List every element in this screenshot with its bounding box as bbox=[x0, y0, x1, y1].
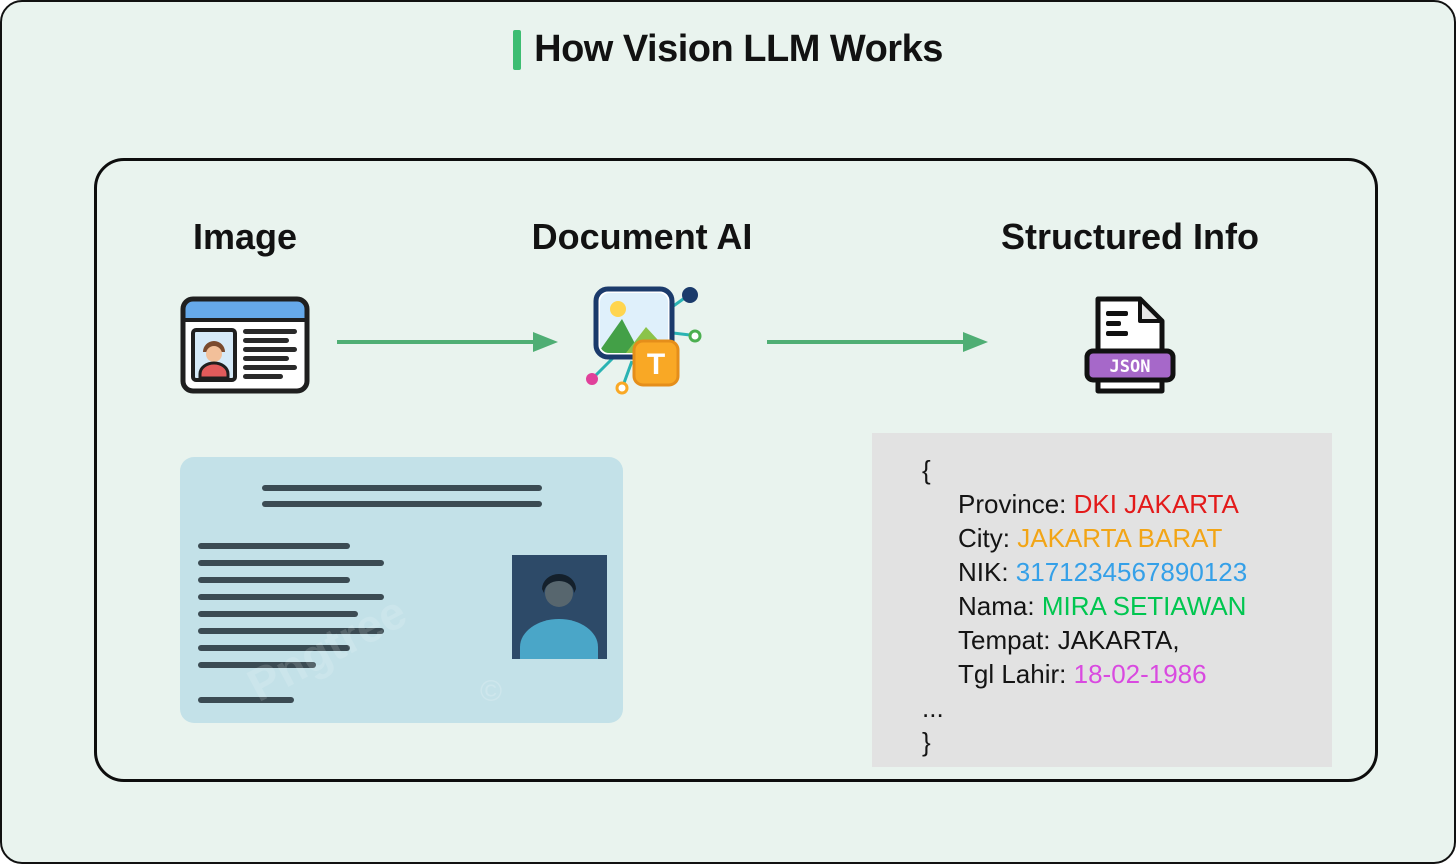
json-ellipsis: ... bbox=[922, 693, 944, 723]
json-key: NIK: bbox=[958, 557, 1016, 587]
card-photo bbox=[512, 555, 607, 659]
json-banner-label: JSON bbox=[1110, 357, 1151, 377]
card-line bbox=[198, 543, 350, 549]
json-key: City: bbox=[958, 523, 1018, 553]
json-line-province: Province: DKI JAKARTA bbox=[922, 487, 1312, 521]
json-file-icon: JSON bbox=[1084, 295, 1176, 402]
json-line-nama: Nama: MIRA SETIAWAN bbox=[922, 589, 1312, 623]
watermark-symbol: © bbox=[480, 675, 503, 708]
json-output-block: { Province: DKI JAKARTA City: JAKARTA BA… bbox=[872, 433, 1332, 767]
json-close-brace: } bbox=[922, 727, 931, 757]
card-line bbox=[198, 577, 350, 583]
json-open-brace: { bbox=[922, 455, 931, 485]
json-value: JAKARTA, bbox=[1057, 625, 1180, 655]
id-card-icon bbox=[179, 294, 311, 401]
json-key: Tempat: bbox=[958, 625, 1058, 655]
arrow-image-to-docai-icon bbox=[335, 327, 560, 362]
page-title: How Vision LLM Works bbox=[534, 28, 943, 70]
card-line bbox=[262, 485, 542, 491]
card-line bbox=[198, 611, 358, 617]
card-line bbox=[198, 697, 294, 703]
column-header-structured-info: Structured Info bbox=[1001, 216, 1259, 257]
t-badge bbox=[632, 339, 680, 387]
json-line-tempat: Tempat: JAKARTA, bbox=[922, 623, 1312, 657]
json-banner bbox=[1084, 348, 1176, 383]
diagram-panel bbox=[94, 158, 1378, 782]
column-header-document-ai: Document AI bbox=[531, 216, 753, 257]
json-value: 18-02-1986 bbox=[1073, 659, 1207, 689]
json-key: Tgl Lahir: bbox=[958, 659, 1074, 689]
json-value: MIRA SETIAWAN bbox=[1041, 591, 1247, 621]
card-line bbox=[198, 628, 384, 634]
json-value: DKI JAKARTA bbox=[1073, 489, 1239, 519]
image-text-ai-icon: T bbox=[576, 283, 708, 410]
card-line bbox=[198, 594, 384, 600]
json-line-city: City: JAKARTA BARAT bbox=[922, 521, 1312, 555]
title-accent-bar bbox=[513, 29, 522, 70]
card-line bbox=[198, 662, 316, 668]
card-line bbox=[198, 560, 384, 566]
json-key: Province: bbox=[958, 489, 1074, 519]
id-card-illustration: Pngtree © bbox=[180, 457, 623, 723]
json-key: Nama: bbox=[958, 591, 1042, 621]
column-header-image: Image bbox=[192, 216, 298, 257]
arrow-docai-to-structured-icon bbox=[765, 327, 990, 362]
json-value: JAKARTA BARAT bbox=[1017, 523, 1223, 553]
json-value: 3171234567890123 bbox=[1015, 557, 1248, 587]
t-badge-label: T bbox=[647, 348, 665, 381]
json-line-nik: NIK: 3171234567890123 bbox=[922, 555, 1312, 589]
card-line bbox=[198, 645, 350, 651]
title-row: How Vision LLM Works bbox=[2, 28, 1454, 71]
json-line-tgl-lahir: Tgl Lahir: 18-02-1986 bbox=[922, 657, 1312, 691]
card-line bbox=[262, 501, 542, 507]
